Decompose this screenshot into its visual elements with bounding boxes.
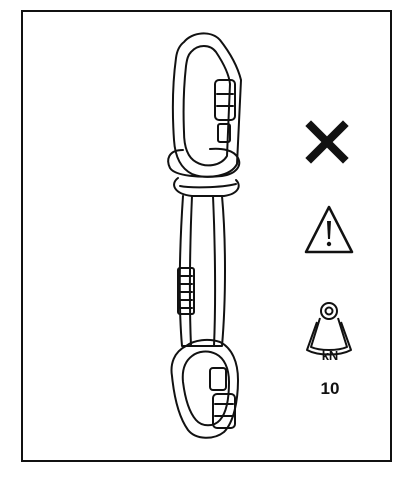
kn-value-label: 10 [320,379,340,398]
sling-loop [167,147,241,178]
weight-load-icon [306,302,352,356]
top-gate-lock [214,79,236,121]
kn-unit-label: kN [321,348,339,363]
cross-icon [305,120,349,164]
sling [178,195,226,347]
bottom-carabiner [170,338,239,439]
warning-triangle-icon [304,205,354,254]
bottom-gate-lock [209,367,227,391]
top-carabiner [171,32,242,178]
sling-stitching [177,267,195,315]
